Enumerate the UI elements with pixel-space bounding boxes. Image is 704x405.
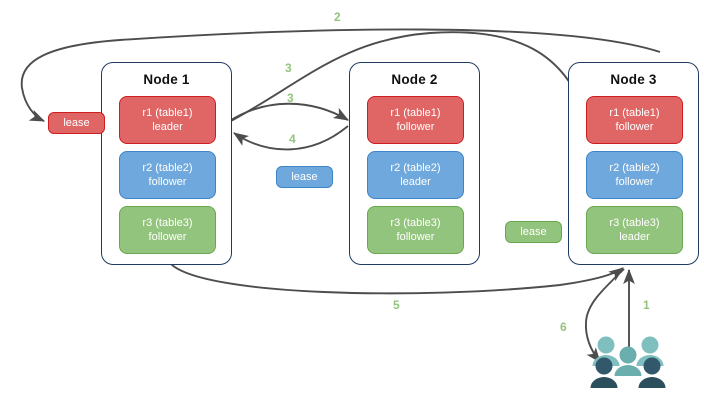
node-3-replica-r2[interactable]: r2 (table2) follower	[586, 151, 683, 199]
edge-5-path	[169, 262, 624, 295]
replica-name: r3 (table3)	[609, 217, 660, 229]
node-3-replica-r1[interactable]: r1 (table1) follower	[586, 96, 683, 144]
node-panel-2[interactable]: Node 2 r1 (table1) follower r2 (table2) …	[349, 62, 480, 265]
replica-name: r1 (table1)	[390, 107, 441, 119]
lease-label: lease	[63, 117, 90, 129]
edge-label-6: 6	[560, 320, 567, 334]
replica-role: follower	[396, 231, 435, 243]
node-2-title: Node 2	[391, 72, 438, 87]
replica-role: follower	[615, 176, 654, 188]
replica-role: leader	[619, 231, 650, 243]
replica-role: follower	[148, 176, 187, 188]
node-2-replica-r1[interactable]: r1 (table1) follower	[367, 96, 464, 144]
node-1-replica-r3[interactable]: r3 (table3) follower	[119, 206, 216, 254]
node-1-replica-r2[interactable]: r2 (table2) follower	[119, 151, 216, 199]
node-1-replica-r1[interactable]: r1 (table1) leader	[119, 96, 216, 144]
node-3-replica-r3[interactable]: r3 (table3) leader	[586, 206, 683, 254]
replica-role: follower	[615, 121, 654, 133]
replica-role: follower	[148, 231, 187, 243]
node-panel-1[interactable]: Node 1 r1 (table1) leader r2 (table2) fo…	[101, 62, 232, 265]
replica-name: r2 (table2)	[609, 162, 660, 174]
node-1-title: Node 1	[143, 72, 190, 87]
node-2-replica-r2[interactable]: r2 (table2) leader	[367, 151, 464, 199]
lease-badge-blue[interactable]: lease	[276, 166, 333, 188]
replica-role: leader	[152, 121, 183, 133]
lease-badge-red[interactable]: lease	[48, 112, 105, 134]
lease-label: lease	[291, 171, 318, 183]
replica-name: r1 (table1)	[142, 107, 193, 119]
edge-label-1: 1	[643, 298, 650, 312]
edge-label-5: 5	[393, 298, 400, 312]
replica-name: r2 (table2)	[390, 162, 441, 174]
node-2-replica-r3[interactable]: r3 (table3) follower	[367, 206, 464, 254]
edge-label-4: 4	[289, 132, 296, 146]
replica-name: r3 (table3)	[142, 217, 193, 229]
people-group-icon	[589, 333, 667, 391]
replica-name: r2 (table2)	[142, 162, 193, 174]
node-3-title: Node 3	[610, 72, 657, 87]
replica-name: r1 (table1)	[609, 107, 660, 119]
replica-role: follower	[396, 121, 435, 133]
lease-label: lease	[520, 226, 547, 238]
replica-name: r3 (table3)	[390, 217, 441, 229]
edge-3b-path	[227, 102, 349, 123]
node-panel-3[interactable]: Node 3 r1 (table1) follower r2 (table2) …	[568, 62, 699, 265]
edge-label-3a: 3	[285, 61, 292, 75]
lease-badge-green[interactable]: lease	[505, 221, 562, 243]
edge-label-2: 2	[334, 10, 341, 24]
replica-role: leader	[400, 176, 431, 188]
edge-label-3b: 3	[287, 91, 294, 105]
